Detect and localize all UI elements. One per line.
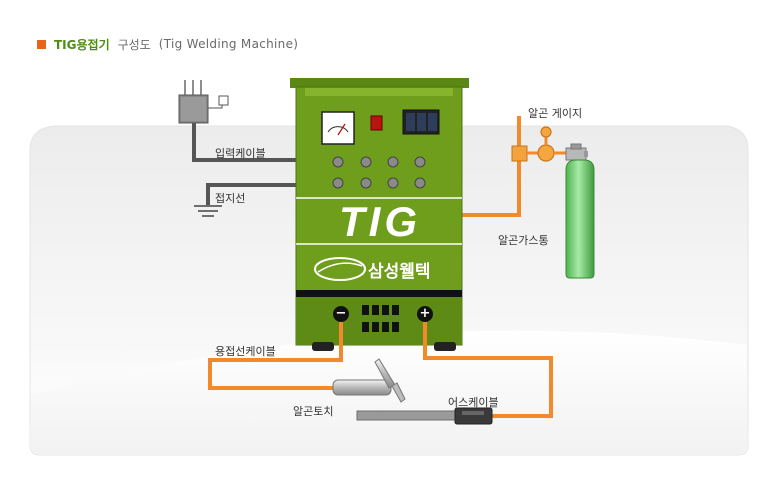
- argon-torch-icon: [332, 358, 406, 403]
- input-cable-line: [192, 123, 296, 162]
- title-main: TIG용접기: [54, 37, 110, 52]
- label-earth-cable: 어스케이블: [448, 396, 499, 409]
- label-ground-wire: 접지선: [215, 192, 246, 205]
- ground-symbol-icon: [194, 205, 222, 217]
- diagram-title: TIG용접기 구성도 (Tig Welding Machine): [37, 35, 298, 53]
- positive-terminal-icon: +: [417, 306, 433, 322]
- machine-model-label: TIG: [339, 198, 421, 245]
- power-plug-icon: [178, 80, 229, 124]
- argon-gas-tank: [565, 143, 595, 279]
- label-input-cable: 입력케이블: [215, 147, 266, 160]
- earth-cable-line: [423, 322, 553, 418]
- label-argon-torch: 알곤토치: [293, 405, 334, 418]
- welding-machine: [290, 78, 469, 351]
- earth-clamp-icon: [454, 407, 493, 425]
- work-piece: [356, 410, 458, 421]
- argon-gauge-regulator: [511, 126, 566, 162]
- ground-wire-line: [206, 183, 296, 205]
- title-part: 구성도: [117, 37, 151, 52]
- welding-cable-line: [208, 322, 343, 390]
- label-argon-tank: 알곤가스통: [498, 234, 549, 247]
- title-sub: (Tig Welding Machine): [158, 37, 299, 51]
- negative-terminal-icon: −: [333, 306, 349, 322]
- title-bullet-icon: [37, 39, 46, 49]
- machine-brand-label: 삼성웰텍: [368, 262, 431, 282]
- label-argon-gauge: 알곤 게이지: [528, 107, 583, 120]
- label-welding-cable: 용접선케이블: [215, 345, 276, 358]
